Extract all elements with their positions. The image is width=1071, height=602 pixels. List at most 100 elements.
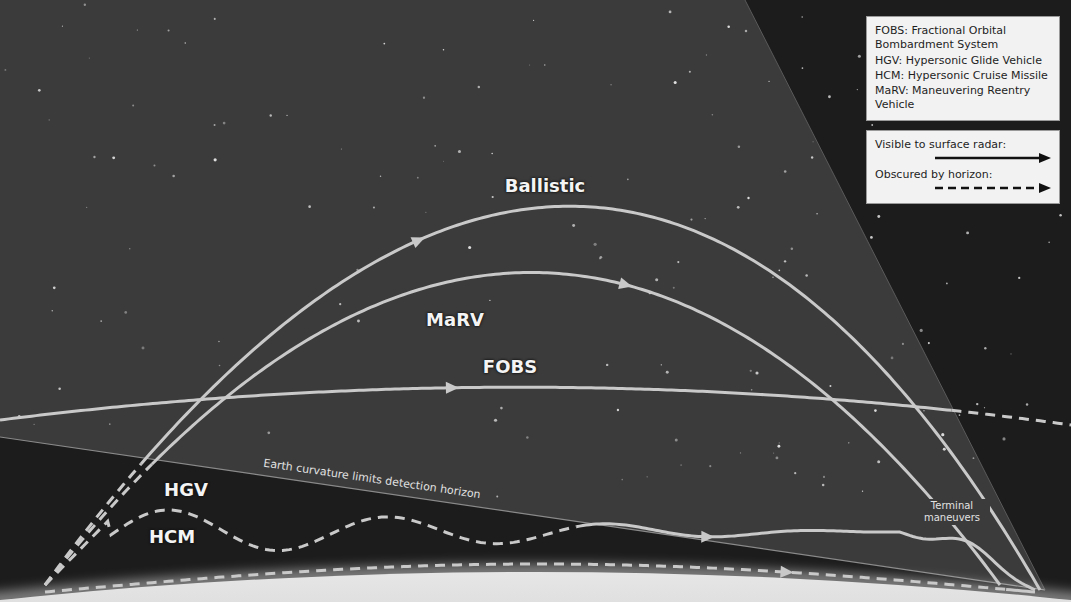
star <box>751 389 753 391</box>
star <box>610 84 611 85</box>
star <box>690 218 692 220</box>
star <box>223 122 226 125</box>
star <box>86 207 87 208</box>
trajectory-label: HGV <box>164 479 208 501</box>
star <box>496 495 498 497</box>
star <box>772 277 774 279</box>
star <box>870 236 873 239</box>
star <box>737 206 740 209</box>
star <box>533 20 534 21</box>
star <box>491 153 493 155</box>
star <box>1018 277 1020 279</box>
star <box>705 218 706 219</box>
star <box>383 43 385 45</box>
star <box>920 329 923 332</box>
star <box>802 67 804 69</box>
star <box>33 424 34 425</box>
star <box>976 403 978 405</box>
star <box>928 342 930 344</box>
star <box>594 243 597 246</box>
star <box>544 64 545 65</box>
star <box>773 453 774 454</box>
star <box>673 287 675 289</box>
star <box>339 303 341 305</box>
star <box>784 260 786 262</box>
star <box>794 472 796 474</box>
star <box>425 212 426 213</box>
star <box>791 247 794 250</box>
star <box>677 261 679 263</box>
star <box>172 175 175 178</box>
definition-text: HGV: Hypersonic Glide Vehicle <box>875 54 1051 68</box>
star <box>646 476 647 477</box>
star <box>745 30 748 33</box>
marv-trajectory <box>45 273 1000 586</box>
legend-line-sample <box>875 182 1051 194</box>
star <box>1010 353 1011 354</box>
direction-arrowhead <box>446 382 459 394</box>
star <box>267 431 270 434</box>
star <box>1059 214 1061 216</box>
star <box>417 177 419 179</box>
star <box>923 410 924 411</box>
trajectory-label: FOBS <box>483 356 537 378</box>
legend-entry: Obscured by horizon: <box>875 168 1051 194</box>
star <box>675 439 678 442</box>
star <box>184 42 186 44</box>
star <box>526 436 529 439</box>
star-field <box>4 4 1061 498</box>
star <box>858 55 861 58</box>
star <box>62 26 63 27</box>
atmosphere-glow <box>0 572 1071 602</box>
star <box>946 283 948 285</box>
star <box>112 156 115 159</box>
star <box>529 64 530 65</box>
trajectory-label: Ballistic <box>505 175 586 197</box>
obscured-segment <box>951 410 1071 425</box>
star <box>286 115 287 116</box>
star <box>443 49 445 51</box>
visible-segment <box>1006 589 1035 592</box>
trajectory-label: MaRV <box>426 309 484 331</box>
star <box>137 30 138 31</box>
star <box>53 286 56 289</box>
star <box>373 206 375 208</box>
star <box>478 86 480 88</box>
definitions-box: FOBS: Fractional Orbital Bombardment Sys… <box>866 16 1060 121</box>
star <box>617 409 619 411</box>
terminal-note: Terminal maneuvers <box>914 499 990 525</box>
hcm-trajectory <box>45 564 1035 592</box>
star <box>813 141 814 142</box>
star <box>674 81 677 84</box>
legend-line <box>935 187 1041 190</box>
obscured-segment <box>45 510 576 585</box>
visible-segment <box>141 206 1040 590</box>
star <box>805 274 808 277</box>
star <box>877 460 880 463</box>
star <box>492 196 494 198</box>
star <box>1026 403 1028 405</box>
star <box>93 156 95 158</box>
star <box>500 407 503 410</box>
star <box>768 81 769 82</box>
star <box>778 269 780 271</box>
star <box>779 442 780 443</box>
star <box>829 385 831 387</box>
legend-box: Visible to surface radar: Obscured by hor… <box>866 130 1060 205</box>
star <box>822 484 825 487</box>
star <box>941 433 944 436</box>
star <box>214 158 217 161</box>
visible-segment <box>0 387 951 420</box>
star <box>572 224 575 227</box>
star <box>984 407 985 408</box>
ballistic-trajectory <box>45 206 1040 590</box>
star <box>1048 242 1050 244</box>
star <box>380 176 381 177</box>
star <box>823 476 825 478</box>
star <box>38 89 41 92</box>
star <box>89 58 90 59</box>
star <box>214 124 216 126</box>
star <box>959 414 961 416</box>
star <box>58 387 61 390</box>
legend-text: Visible to surface radar: <box>875 138 1051 152</box>
